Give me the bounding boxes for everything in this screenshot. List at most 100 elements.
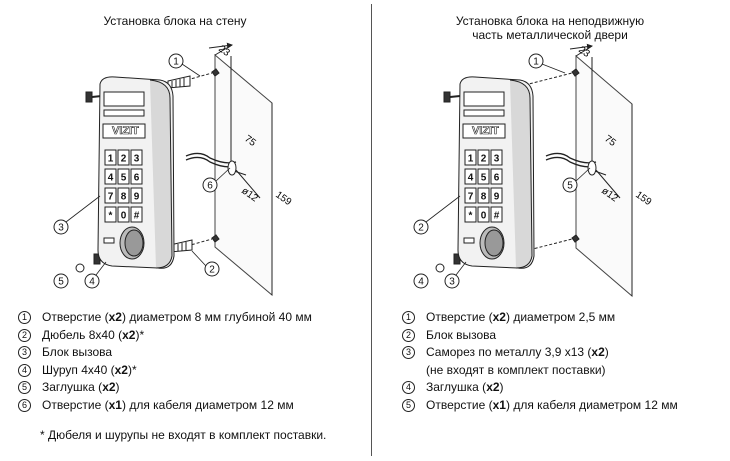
keypad-key bbox=[104, 206, 117, 223]
legend-number: 3 bbox=[18, 346, 31, 359]
keypad-key bbox=[104, 149, 117, 166]
right-callout-5: 5 bbox=[567, 181, 573, 192]
legend-text: Отверстие (x1) для кабеля диаметром 12 м… bbox=[42, 397, 294, 412]
keypad-key-label: 5 bbox=[121, 173, 127, 184]
legend-text: Отверстие (x1) для кабеля диаметром 12 м… bbox=[426, 397, 678, 412]
keypad-key-label: 2 bbox=[121, 154, 127, 165]
left-brand-logo: VIZIT bbox=[112, 125, 139, 137]
legend-number: 4 bbox=[18, 363, 31, 377]
legend-text: Блок вызова bbox=[426, 327, 497, 342]
keypad-key bbox=[477, 187, 490, 204]
left-callout-3: 3 bbox=[58, 223, 64, 234]
keypad-key bbox=[490, 206, 503, 223]
legend-number: 1 bbox=[18, 311, 31, 324]
panel-divider bbox=[371, 4, 372, 456]
keypad-key bbox=[490, 168, 503, 185]
keypad-key bbox=[117, 206, 130, 223]
keypad-key-label: 8 bbox=[121, 192, 127, 203]
keypad-key-label: 5 bbox=[481, 173, 487, 184]
right-title-line2: часть металлической двери bbox=[472, 28, 628, 42]
keypad-key bbox=[477, 168, 490, 185]
keypad-key bbox=[104, 168, 117, 185]
right-panel-title: Установка блока на неподвижную часть мет… bbox=[420, 14, 680, 42]
legend-number: 2 bbox=[402, 328, 415, 342]
right-dim-159: 159 bbox=[633, 189, 653, 208]
right-callout-4: 4 bbox=[418, 277, 424, 288]
right-callout-3: 3 bbox=[449, 277, 455, 288]
keypad-key bbox=[464, 187, 477, 204]
legend-text: Заглушка (x2) bbox=[426, 380, 504, 394]
keypad-key bbox=[464, 149, 477, 166]
right-callout-labels: 1 5 2 4 3 bbox=[418, 57, 573, 288]
keypad-key-label: 4 bbox=[108, 173, 114, 184]
left-callout-5: 5 bbox=[58, 277, 64, 288]
left-legend-row: 2 Дюбель 8x40 (x2)* bbox=[18, 327, 312, 345]
right-legend-row: 1 Отверстие (x2) диаметром 2,5 мм bbox=[402, 309, 678, 327]
legend-text: Отверстие (x2) диаметром 2,5 мм bbox=[426, 310, 616, 324]
keypad-key-label: 8 bbox=[481, 192, 487, 203]
left-callout-2: 2 bbox=[209, 265, 215, 276]
right-brand-logo: VIZIT bbox=[472, 125, 499, 137]
keypad-key-label: # bbox=[494, 211, 500, 222]
keypad-key bbox=[464, 206, 477, 223]
legend-text: Саморез по металлу 3,9 x13 (x2) bbox=[426, 345, 609, 359]
keypad-key-label: 3 bbox=[494, 154, 500, 165]
legend-number: 2 bbox=[18, 328, 31, 342]
keypad-key-label: 7 bbox=[468, 192, 474, 203]
right-legend-row: 4 Заглушка (x2) bbox=[402, 379, 678, 397]
legend-text: Заглушка (x2) bbox=[42, 380, 120, 394]
legend-number: 5 bbox=[18, 381, 31, 394]
keypad-key bbox=[130, 206, 143, 223]
legend-text: Отверстие (x2) диаметром 8 мм глубиной 4… bbox=[42, 310, 312, 324]
keypad-key bbox=[477, 206, 490, 223]
right-legend: 1 Отверстие (x2) диаметром 2,5 мм 2 Блок… bbox=[402, 309, 678, 414]
keypad-key bbox=[490, 149, 503, 166]
keypad-key bbox=[477, 149, 490, 166]
keypad-key-label: 9 bbox=[494, 192, 500, 203]
right-legend-row: 3 Саморез по металлу 3,9 x13 (x2) bbox=[402, 344, 678, 362]
left-callout-labels: 1 6 3 2 5 4 bbox=[58, 57, 215, 288]
legend-text: Шуруп 4x40 (x2)* bbox=[42, 362, 137, 377]
right-callouts bbox=[413, 53, 591, 289]
keypad-key bbox=[130, 187, 143, 204]
left-legend-row: 3 Блок вызова bbox=[18, 344, 312, 362]
keypad-key bbox=[117, 187, 130, 204]
right-title-line1: Установка блока на неподвижную bbox=[455, 14, 645, 28]
left-dim-159: 159 bbox=[273, 189, 293, 208]
legend-number: 3 bbox=[402, 346, 415, 359]
left-legend-row: 1 Отверстие (x2) диаметром 8 мм глубиной… bbox=[18, 309, 312, 327]
left-callout-1: 1 bbox=[173, 57, 179, 68]
keypad-key-label: 0 bbox=[121, 211, 127, 222]
keypad-key bbox=[117, 149, 130, 166]
dowel-top bbox=[167, 75, 191, 89]
legend-number: 6 bbox=[18, 398, 31, 412]
right-legend-subline: (не входят в комплект поставки) bbox=[426, 362, 606, 377]
keypad-key bbox=[117, 168, 130, 185]
legend-number: 1 bbox=[402, 311, 415, 324]
legend-number: 5 bbox=[402, 398, 415, 412]
right-callout-2: 2 bbox=[418, 223, 424, 234]
keypad-key-label: * bbox=[109, 211, 113, 222]
keypad-key-label: 9 bbox=[134, 192, 140, 203]
left-legend-row: 6 Отверстие (x1) для кабеля диаметром 12… bbox=[18, 397, 312, 415]
keypad-key-label: 4 bbox=[468, 173, 474, 184]
keypad-key bbox=[464, 168, 477, 185]
keypad-key-label: 6 bbox=[494, 173, 500, 184]
left-panel-title: Установка блока на стену bbox=[103, 14, 247, 28]
keypad-key-label: 1 bbox=[108, 154, 114, 165]
keypad-key-label: 6 bbox=[134, 173, 140, 184]
keypad-key-label: 0 bbox=[481, 211, 487, 222]
legend-text: Блок вызова bbox=[42, 345, 113, 359]
legend-number: 4 bbox=[402, 381, 415, 394]
left-callouts bbox=[53, 53, 231, 289]
keypad-key bbox=[130, 168, 143, 185]
left-legend: 1 Отверстие (x2) диаметром 8 мм глубиной… bbox=[18, 309, 312, 414]
left-callout-4: 4 bbox=[89, 277, 95, 288]
keypad-key bbox=[104, 187, 117, 204]
keypad-key-label: 1 bbox=[468, 154, 474, 165]
right-legend-row: 2 Блок вызова bbox=[402, 327, 678, 345]
legend-text: Дюбель 8x40 (x2)* bbox=[42, 327, 145, 342]
